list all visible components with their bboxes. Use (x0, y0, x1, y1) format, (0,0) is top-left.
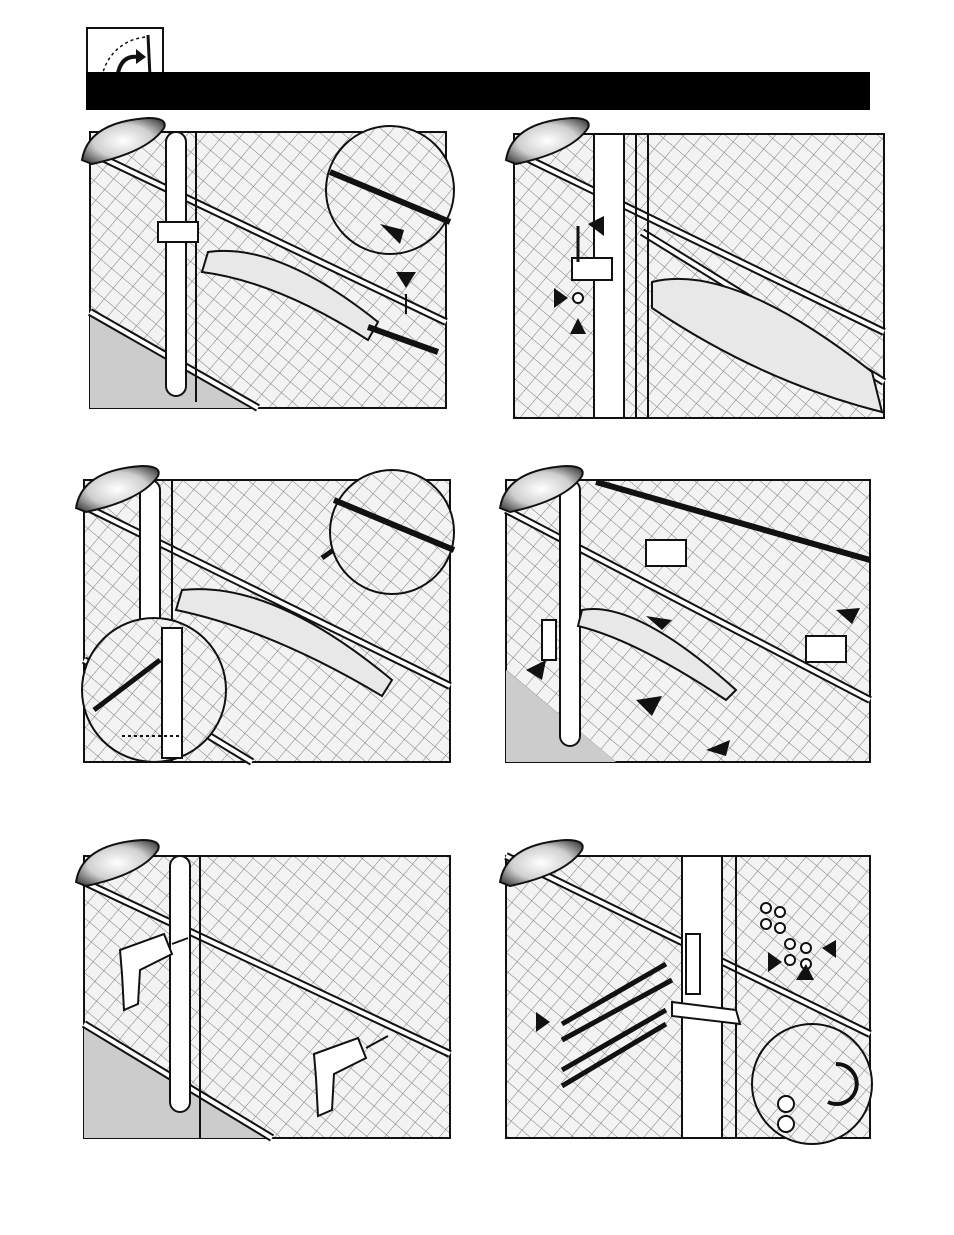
header-bar (86, 72, 870, 110)
bracket-detail-icon (326, 126, 454, 254)
drill-mark-detail-icon (82, 618, 226, 762)
step-5-panel (72, 834, 464, 1146)
wrench-detail-icon (752, 1024, 872, 1144)
step-4-panel (496, 460, 888, 772)
step-2-panel (502, 112, 894, 424)
step-3-panel (72, 460, 464, 772)
bracket-detail-icon (330, 470, 454, 594)
fence-post (170, 856, 190, 1112)
fence-post (682, 856, 722, 1138)
fence-post (560, 480, 580, 746)
step-6-panel (496, 834, 888, 1146)
fence-post (166, 132, 186, 396)
step-1-panel (78, 112, 470, 412)
